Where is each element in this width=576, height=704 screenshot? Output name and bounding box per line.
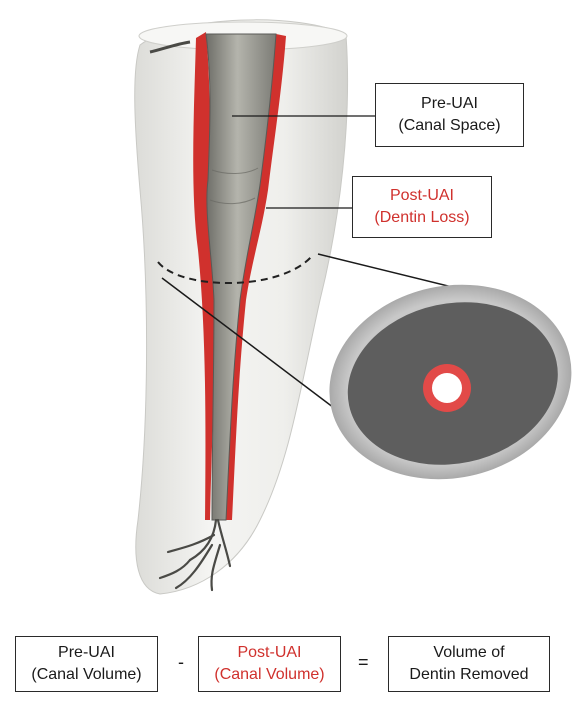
equation-term-post-uai: Post-UAI (Canal Volume) [198, 636, 341, 692]
equation-term1-line1: Pre-UAI [58, 642, 115, 664]
equation-result-line1: Volume of [433, 642, 504, 664]
equation-term-pre-uai: Pre-UAI (Canal Volume) [15, 636, 158, 692]
callout-pre-uai: Pre-UAI (Canal Space) [375, 83, 524, 147]
callout-post-uai: Post-UAI (Dentin Loss) [352, 176, 492, 238]
cross-section-canal [432, 373, 462, 403]
equation-minus: - [178, 652, 184, 673]
callout-post-uai-line2: (Dentin Loss) [374, 207, 469, 229]
equation-result: Volume of Dentin Removed [388, 636, 550, 692]
equation-equals: = [358, 652, 369, 673]
equation-result-line2: Dentin Removed [409, 664, 528, 686]
callout-pre-uai-line1: Pre-UAI [421, 93, 478, 115]
callout-pre-uai-line2: (Canal Space) [398, 115, 500, 137]
callout-post-uai-line1: Post-UAI [390, 185, 454, 207]
equation-term1-line2: (Canal Volume) [31, 664, 141, 686]
equation-term2-line1: Post-UAI [237, 642, 301, 664]
equation-term2-line2: (Canal Volume) [214, 664, 324, 686]
